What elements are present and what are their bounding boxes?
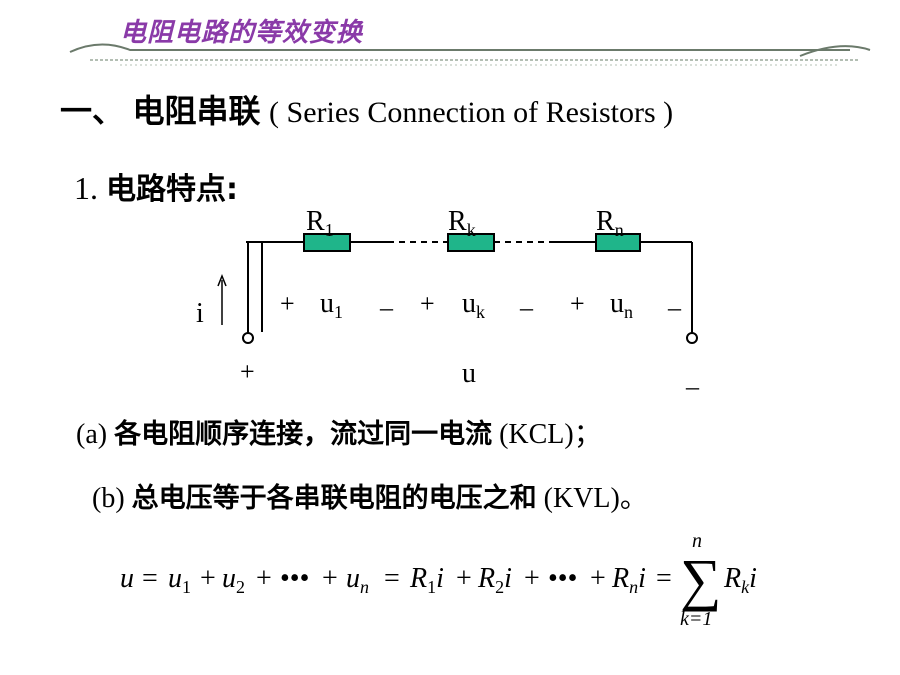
current-label: i xyxy=(196,298,204,329)
formula-operator: + xyxy=(256,563,272,594)
resistor-r1 xyxy=(303,233,351,252)
formula-operator: = xyxy=(384,563,400,594)
formula-lhs: u xyxy=(120,563,134,594)
formula-term: R2i xyxy=(477,563,512,597)
resistor-rk xyxy=(447,233,495,252)
bullet-text: 各电阻顺序连接，流过同一电流 xyxy=(114,419,493,450)
formula-operator: + xyxy=(524,563,540,594)
sum-lower: k=1 xyxy=(680,608,712,630)
sum-term: Rki xyxy=(723,563,757,597)
subsection-title: 1. 电路特点: xyxy=(74,164,238,208)
subsection-number: 1. xyxy=(74,170,98,206)
bullet-prefix: (b) xyxy=(92,483,125,514)
total-voltage-plus: + xyxy=(240,357,255,386)
section-title-en: ( Series Connection of Resistors ) xyxy=(269,96,674,129)
formula-ellipsis: ••• xyxy=(548,563,577,594)
formula-ellipsis: ••• xyxy=(280,563,309,594)
resistor-label: Rk xyxy=(448,206,476,240)
formula-operator: + xyxy=(322,563,338,594)
voltage-minus: – xyxy=(667,293,682,322)
resistor-label: R1 xyxy=(306,206,334,240)
formula-term: u1 xyxy=(168,563,191,597)
formula-operator: + xyxy=(590,563,606,594)
series-formula: u = u1 + u2 + ••• + un = R1i + R2i + •••… xyxy=(120,530,757,630)
formula-operator: + xyxy=(200,563,216,594)
header-decoration xyxy=(69,43,871,66)
bullet-suffix: (KCL)； xyxy=(499,419,602,450)
series-circuit-diagram: R1 Rk Rn i + u1 – + uk – + un – + u _ xyxy=(196,206,700,392)
voltage-plus: + xyxy=(570,289,585,318)
voltage-plus: + xyxy=(420,289,435,318)
header-title: 电阻电路的等效变换 xyxy=(120,18,364,48)
voltage-minus: – xyxy=(379,293,394,322)
voltage-label: un xyxy=(610,288,633,322)
section-title-zh: 电阻串联 xyxy=(132,92,261,130)
subsection-text: 电路特点: xyxy=(106,172,238,207)
bullet-b: (b) 总电压等于各串联电阻的电压之和 (KVL)。 xyxy=(92,476,648,516)
bullet-a: (a) 各电阻顺序连接，流过同一电流 (KCL)； xyxy=(76,412,602,452)
terminal-left xyxy=(242,332,254,344)
formula-term: u2 xyxy=(222,563,245,597)
formula-operator: = xyxy=(142,563,158,594)
section-number: 一、 xyxy=(60,92,125,130)
voltage-plus: + xyxy=(280,289,295,318)
bullet-suffix: (KVL)。 xyxy=(543,483,648,514)
arrow-head-icon xyxy=(217,273,227,287)
voltage-minus: – xyxy=(519,293,534,322)
formula-term: Rni xyxy=(611,563,646,597)
formula-term: R1i xyxy=(409,563,444,597)
resistor-label: Rn xyxy=(596,206,624,240)
sum-upper: n xyxy=(692,530,702,552)
total-voltage-minus: _ xyxy=(685,363,700,392)
terminal-right xyxy=(686,332,698,344)
total-voltage-label: u xyxy=(462,358,476,389)
section-title: 一、 电阻串联 ( Series Connection of Resistors… xyxy=(60,92,840,132)
bullet-text: 总电压等于各串联电阻的电压之和 xyxy=(131,483,537,514)
voltage-label: uk xyxy=(462,288,485,322)
voltage-label: u1 xyxy=(320,288,343,322)
resistor-rn xyxy=(595,233,641,252)
bullet-prefix: (a) xyxy=(76,419,108,450)
formula-operator: + xyxy=(456,563,472,594)
formula-term: un xyxy=(346,563,369,597)
formula-operator: = xyxy=(656,563,672,594)
sigma-icon: ∑ xyxy=(680,547,721,612)
